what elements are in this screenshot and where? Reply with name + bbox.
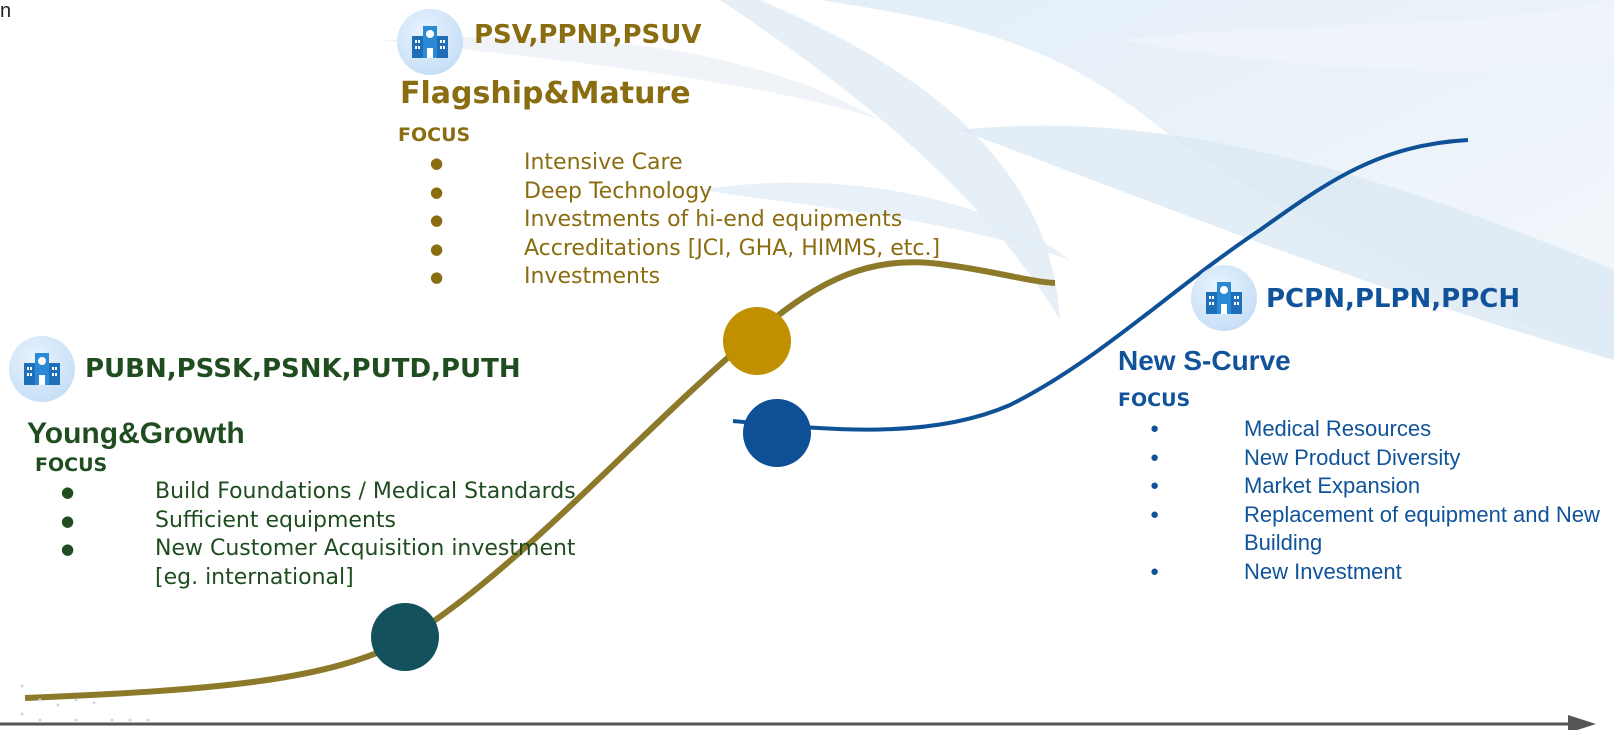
new-curve-group-codes: PCPN,PLPN,PPCH xyxy=(1266,284,1521,314)
timeline-arrow-head xyxy=(1568,715,1596,730)
list-item: New Investment xyxy=(1150,558,1610,587)
list-item: Market Expansion xyxy=(1150,472,1610,501)
list-item: Investments xyxy=(430,263,940,292)
growth-curve-line xyxy=(24,259,1056,701)
list-item: New Customer Acquisition investment [eg.… xyxy=(61,535,621,592)
swoosh-shape xyxy=(720,0,1060,320)
list-item: New Product Diversity xyxy=(1150,444,1610,473)
list-item: Accreditations [JCI, GHA, HIMMS, etc.] xyxy=(430,235,940,264)
hospital-building-icon xyxy=(9,336,75,402)
list-item: Investments of hi-end equipments xyxy=(430,206,940,235)
hospital-building-icon xyxy=(1191,265,1257,331)
young-focus-label: FOCUS xyxy=(35,454,108,476)
list-item: Sufficient equipments xyxy=(61,507,621,536)
flagship-focus-list: Intensive Care Deep Technology Investmen… xyxy=(430,149,940,292)
dotted-decoration xyxy=(20,684,150,722)
flagship-group-codes: PSV,PPNP,PSUV xyxy=(474,20,702,50)
new-curve-stage-dot xyxy=(743,399,811,467)
swoosh-shape xyxy=(960,125,1614,360)
list-item: Intensive Care xyxy=(430,149,940,178)
new-s-curve-line xyxy=(732,138,1469,432)
corner-text: n xyxy=(0,0,12,22)
list-item: Replacement of equipment and New Buildin… xyxy=(1150,501,1610,558)
young-stage-dot xyxy=(371,603,439,671)
list-item: Build Foundations / Medical Standards xyxy=(61,478,621,507)
young-focus-list: Build Foundations / Medical Standards Su… xyxy=(61,478,621,592)
hospital-building-icon xyxy=(397,9,463,75)
young-stage-title: Young&Growth xyxy=(27,417,245,450)
young-group-codes: PUBN,PSSK,PSNK,PUTD,PUTH xyxy=(85,354,521,384)
new-curve-focus-label: FOCUS xyxy=(1118,389,1191,411)
swoosh-shape xyxy=(1120,0,1614,71)
flagship-focus-label: FOCUS xyxy=(398,124,471,146)
list-item: Medical Resources xyxy=(1150,415,1610,444)
list-item: Deep Technology xyxy=(430,178,940,207)
flagship-stage-dot xyxy=(723,307,791,375)
new-curve-stage-title: New S-Curve xyxy=(1118,345,1291,376)
new-curve-focus-list: Medical Resources New Product Diversity … xyxy=(1150,415,1610,586)
flagship-stage-title: Flagship&Mature xyxy=(400,76,691,111)
